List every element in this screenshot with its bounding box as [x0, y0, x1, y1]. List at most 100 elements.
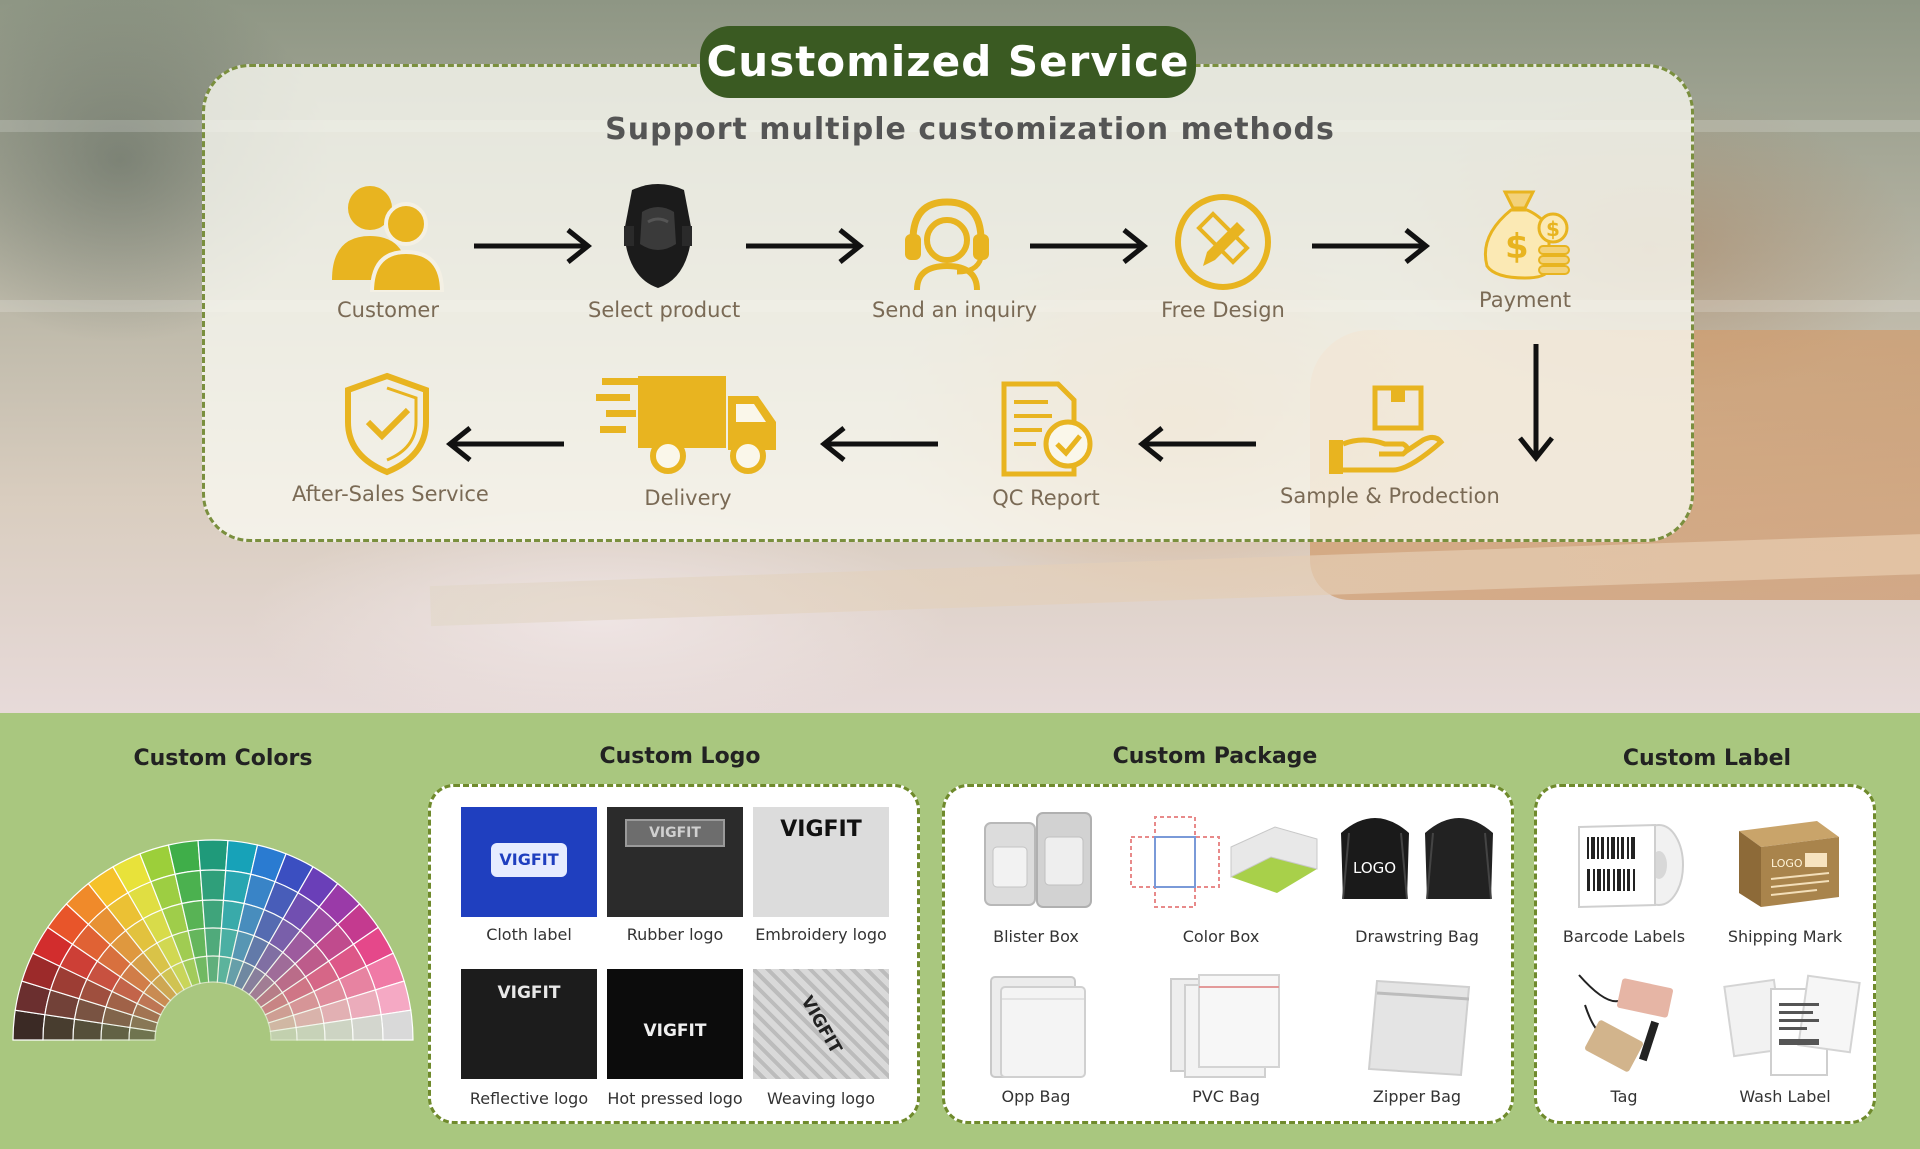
process-step-label: Send an inquiry [872, 298, 1038, 322]
custom-label-title: Custom Label [1622, 746, 1792, 771]
custom-package-box: Blister Box Color Box LOGO Drawstring Ba… [942, 784, 1514, 1124]
custom-logo-box: VIGFIT Cloth label VIGFIT Rubber logo VI… [428, 784, 920, 1124]
report-check-icon [1001, 381, 1093, 477]
page-subtitle: Support multiple customization methods [605, 112, 1335, 147]
process-step-label: Payment [1479, 288, 1571, 312]
color-swatch [269, 1026, 298, 1041]
process-step-label: Select product [588, 298, 741, 322]
color-box-image [1130, 816, 1318, 908]
process-step-label: Sample & Prodection [1280, 484, 1500, 508]
process-step-send-inquiry: Send an inquiry [872, 192, 1038, 322]
logo-item-label: Weaving logo [766, 1089, 875, 1108]
label-item-wash-label: Wash Label [1705, 969, 1865, 1119]
brand-logo-text: VIGFIT [491, 843, 567, 877]
process-step-label: After-Sales Service [292, 482, 489, 506]
logo-item-label: Cloth label [486, 925, 572, 944]
label-item-label: Wash Label [1739, 1087, 1831, 1106]
svg-text:$: $ [1546, 217, 1560, 241]
process-step-after-sales: After-Sales Service [292, 372, 489, 506]
knee-pad-icon [624, 184, 692, 288]
wash-label-image [1723, 974, 1861, 1076]
custom-logo-title: Custom Logo [599, 744, 761, 769]
package-item-zipper-bag: Zipper Bag [1329, 969, 1505, 1119]
package-item-blister-box: Blister Box [961, 807, 1111, 959]
pvc-bag-image [1170, 974, 1280, 1078]
zipper-bag-image [1367, 979, 1471, 1077]
logo-item-rubber-logo: VIGFIT Rubber logo [607, 807, 743, 957]
arrow-left-icon [1137, 426, 1256, 462]
bag-logo-text: LOGO [1353, 859, 1396, 877]
package-item-drawstring-bag: LOGO Drawstring Bag [1329, 807, 1505, 959]
color-swatch [12, 1009, 46, 1041]
logo-item-label: Embroidery logo [755, 925, 887, 944]
color-swatch [197, 839, 229, 872]
arrow-left-icon [819, 426, 938, 462]
reflective-logo-image [461, 969, 597, 1079]
custom-label-box: Barcode Labels LOGO Shipping Mark Tag [1534, 784, 1876, 1124]
design-pencil-icon [1175, 194, 1271, 290]
carton-logo-text: LOGO [1771, 857, 1803, 870]
process-step-free-design: Free Design [1148, 192, 1298, 322]
logo-item-cloth-label: VIGFIT Cloth label [461, 807, 597, 957]
brand-logo-text: VIGFIT [780, 817, 862, 842]
brand-logo-text: VIGFIT [497, 983, 561, 1003]
arrow-right-icon [746, 228, 865, 264]
process-step-label: Free Design [1161, 298, 1285, 322]
package-item-label: Opp Bag [1001, 1087, 1071, 1106]
drawstring-bag-image: LOGO [1341, 818, 1493, 900]
process-step-payment: $ $ Payment [1460, 186, 1590, 312]
color-swatch [380, 1009, 414, 1041]
package-item-label: Drawstring Bag [1355, 927, 1479, 946]
background-table-edge [429, 533, 1920, 627]
brand-logo-text: VIGFIT [625, 819, 725, 847]
label-item-shipping-mark: LOGO Shipping Mark [1705, 807, 1865, 957]
process-step-customer: Customer [318, 180, 458, 322]
embroidery-logo-image [753, 807, 889, 917]
package-item-label: PVC Bag [1192, 1087, 1260, 1106]
logo-item-label: Rubber logo [626, 925, 724, 944]
truck-icon [596, 376, 776, 474]
label-item-barcode-labels: Barcode Labels [1549, 807, 1699, 957]
arrow-down-icon [1518, 344, 1554, 463]
package-item-color-box: Color Box [1121, 807, 1321, 959]
color-swatch [199, 869, 227, 902]
color-swatch [323, 1018, 354, 1041]
brand-logo-text: VIGFIT [643, 1021, 707, 1041]
package-item-opp-bag: Opp Bag [961, 969, 1111, 1119]
weaving-logo-image [753, 969, 889, 1079]
headset-agent-icon [905, 198, 989, 291]
shipping-mark-image: LOGO [1739, 821, 1839, 907]
svg-text:$: $ [1505, 227, 1529, 267]
customers-icon [332, 186, 445, 292]
package-item-label: Zipper Bag [1372, 1087, 1462, 1106]
package-item-label: Color Box [1182, 927, 1260, 946]
color-swatch [203, 927, 223, 957]
page-title: Customized Service [700, 26, 1196, 98]
color-swatch [201, 899, 225, 929]
opp-bag-image [990, 976, 1086, 1078]
label-item-label: Barcode Labels [1562, 927, 1686, 946]
process-step-label: Customer [336, 298, 439, 322]
barcode-labels-image [1578, 823, 1684, 909]
custom-colors-title: Custom Colors [133, 746, 313, 771]
logo-item-label: Reflective logo [469, 1089, 589, 1108]
process-step-qc-report: QC Report [986, 380, 1106, 510]
logo-item-weaving-logo: VIGFIT Weaving logo [753, 969, 889, 1119]
arrow-right-icon [1030, 228, 1149, 264]
label-item-label: Shipping Mark [1727, 927, 1843, 946]
logo-item-reflective-logo: VIGFIT Reflective logo [461, 969, 597, 1119]
package-item-label: Blister Box [993, 927, 1079, 946]
arrow-right-icon [1312, 228, 1431, 264]
blister-box-image [984, 812, 1092, 908]
logo-item-hot-pressed-logo: VIGFIT Hot pressed logo [607, 969, 743, 1119]
hang-tag-image [1578, 974, 1673, 1072]
label-item-label: Tag [1610, 1087, 1638, 1106]
arrow-right-icon [474, 228, 593, 264]
process-step-label: QC Report [992, 486, 1100, 510]
arrow-left-icon [445, 426, 564, 462]
hot-pressed-logo-image [607, 969, 743, 1079]
custom-package-title: Custom Package [1112, 744, 1318, 769]
hand-box-icon [1329, 385, 1445, 474]
color-fan-swatch-image [12, 839, 414, 1041]
logo-item-label: Hot pressed logo [607, 1089, 743, 1108]
